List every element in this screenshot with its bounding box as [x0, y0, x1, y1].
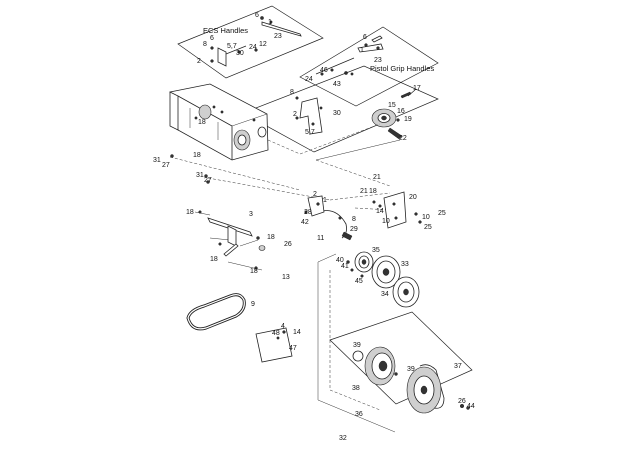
handle-bracket: [295, 96, 323, 135]
callout-23: 23: [274, 33, 282, 40]
callout-27: 27: [204, 177, 212, 184]
callout-6: 6: [210, 35, 214, 42]
callout-22: 22: [399, 135, 407, 142]
callout-35: 35: [372, 247, 380, 254]
callout-6: 6: [363, 34, 367, 41]
callout-42: 42: [301, 219, 309, 226]
callout-28: 28: [304, 209, 312, 216]
cover-plate: [255, 327, 293, 363]
small-pulley: [346, 251, 374, 278]
callout-31: 31: [196, 172, 204, 179]
callout-48: 48: [272, 330, 280, 337]
callout-46: 46: [320, 67, 328, 74]
callout-18: 18: [210, 256, 218, 263]
callout-23: 23: [374, 57, 382, 64]
ecs-handles-inset: ECS Handles: [177, 5, 324, 79]
callout-15: 15: [388, 102, 396, 109]
callout-3: 3: [249, 211, 253, 218]
callout-34: 34: [381, 291, 389, 298]
callout-2: 2: [197, 58, 201, 65]
drive-belt: [186, 293, 246, 331]
callout-24: 24: [249, 44, 257, 51]
callout-10: 10: [422, 214, 430, 221]
callout-14: 14: [293, 329, 301, 336]
callout-20: 20: [409, 194, 417, 201]
callout-11: 11: [317, 235, 324, 242]
callout-1: 1: [323, 197, 327, 204]
callout-18: 18: [186, 209, 194, 216]
brake-band: [304, 195, 353, 241]
gear-assembly: [371, 89, 416, 140]
callout-12: 12: [259, 41, 267, 48]
callout-32: 32: [339, 435, 347, 442]
callout-21: 21: [373, 174, 381, 181]
callout-40: 40: [336, 257, 344, 264]
pistol-grip-inset: Pistol Grip Handles: [299, 26, 439, 107]
callout-19: 19: [404, 116, 412, 123]
callout-41: 41: [341, 263, 349, 270]
callout-39: 39: [407, 366, 415, 373]
large-pulley: [371, 255, 420, 308]
callout-18: 18: [250, 268, 258, 275]
leader-lines: [169, 123, 401, 433]
callout-25: 25: [424, 224, 432, 231]
callout-labels: 6 1 23 8 6 5,7 24 12 30 2 6 1 23 46 24 4…: [153, 12, 475, 442]
callout-39: 39: [353, 342, 361, 349]
callout-8: 8: [352, 216, 356, 223]
callout-5-7: 5,7: [227, 43, 237, 50]
ecs-handles-title: ECS Handles: [203, 26, 248, 35]
callout-30: 30: [333, 110, 341, 117]
pistol-grip-title: Pistol Grip Handles: [370, 64, 434, 73]
callout-26: 26: [458, 398, 466, 405]
callout-18: 18: [198, 119, 206, 126]
callout-29: 29: [350, 226, 358, 233]
callout-6: 6: [255, 12, 259, 19]
callout-45: 45: [355, 278, 363, 285]
callout-38: 38: [352, 385, 360, 392]
callout-17: 17: [413, 85, 421, 92]
callout-2: 2: [313, 191, 317, 198]
callout-16: 16: [397, 108, 405, 115]
callout-44: 44: [467, 403, 475, 410]
callout-26: 26: [284, 241, 292, 248]
callout-37: 37: [454, 363, 462, 370]
callout-2: 2: [293, 111, 297, 118]
callout-24: 24: [305, 76, 313, 83]
callout-4: 4: [281, 323, 285, 330]
callout-5-7: 5,7: [305, 129, 315, 136]
callout-25: 25: [438, 210, 446, 217]
wheel-hub: [352, 346, 398, 386]
callout-43: 43: [333, 81, 341, 88]
callout-36: 36: [355, 411, 363, 418]
callout-30: 30: [236, 50, 244, 57]
callout-13: 13: [282, 274, 290, 281]
mount-bracket: [372, 191, 422, 229]
callout-1: 1: [360, 47, 364, 54]
callout-1: 1: [268, 19, 272, 26]
callout-27: 27: [162, 162, 170, 169]
shift-linkage: [198, 210, 266, 270]
callout-18: 18: [369, 188, 377, 195]
callout-14: 14: [376, 208, 384, 215]
callout-9: 9: [251, 301, 255, 308]
callout-21: 21: [360, 188, 368, 195]
linkage-box: [242, 65, 439, 153]
callout-31: 31: [153, 157, 161, 164]
callout-47: 47: [289, 345, 297, 352]
callout-10: 10: [382, 218, 390, 225]
callout-18: 18: [267, 234, 275, 241]
auger-housing-frame: [169, 83, 269, 161]
tire: [406, 364, 470, 414]
callout-18: 18: [193, 152, 201, 159]
callout-8: 8: [290, 89, 294, 96]
callout-8: 8: [203, 41, 207, 48]
callout-33: 33: [401, 261, 409, 268]
